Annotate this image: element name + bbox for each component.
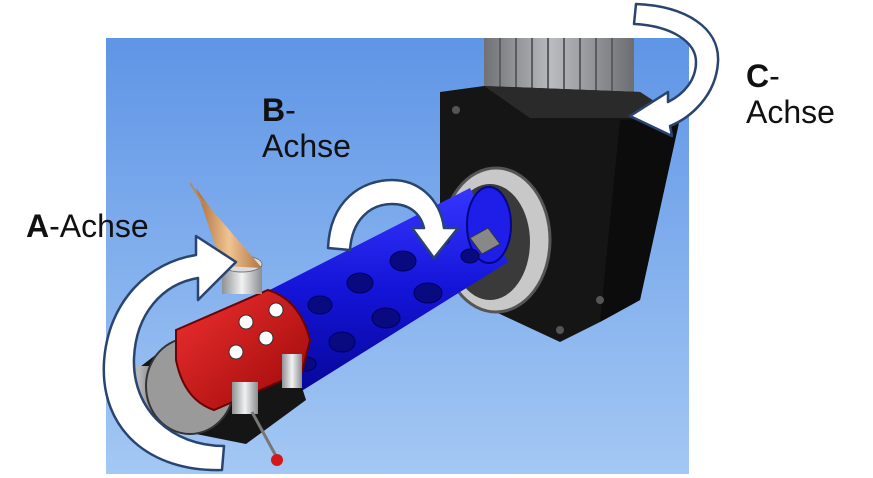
- a-axis-holder: [175, 288, 312, 412]
- rotation-arrow-c-icon: [628, 2, 720, 138]
- b-axis-text: Achse: [262, 128, 351, 164]
- rotation-arrow-b-icon: [326, 178, 460, 260]
- b-axis-label: B-Achse: [262, 92, 351, 164]
- rotation-arrow-a-icon: [102, 234, 238, 472]
- cone-tool: [189, 182, 262, 268]
- a-axis-text: -Achse: [49, 208, 149, 244]
- a-axis-letter: A: [26, 208, 50, 244]
- c-axis-letter: C: [746, 58, 770, 94]
- a-axis-label: A-Achse: [26, 208, 149, 244]
- c-axis-label: C-Achse: [746, 58, 835, 130]
- b-axis-letter: B: [262, 92, 286, 128]
- b-axis-dash: -: [285, 92, 296, 128]
- c-axis-text: Achse: [746, 94, 835, 130]
- probe-stylus: [250, 411, 283, 466]
- c-axis-dash: -: [769, 58, 780, 94]
